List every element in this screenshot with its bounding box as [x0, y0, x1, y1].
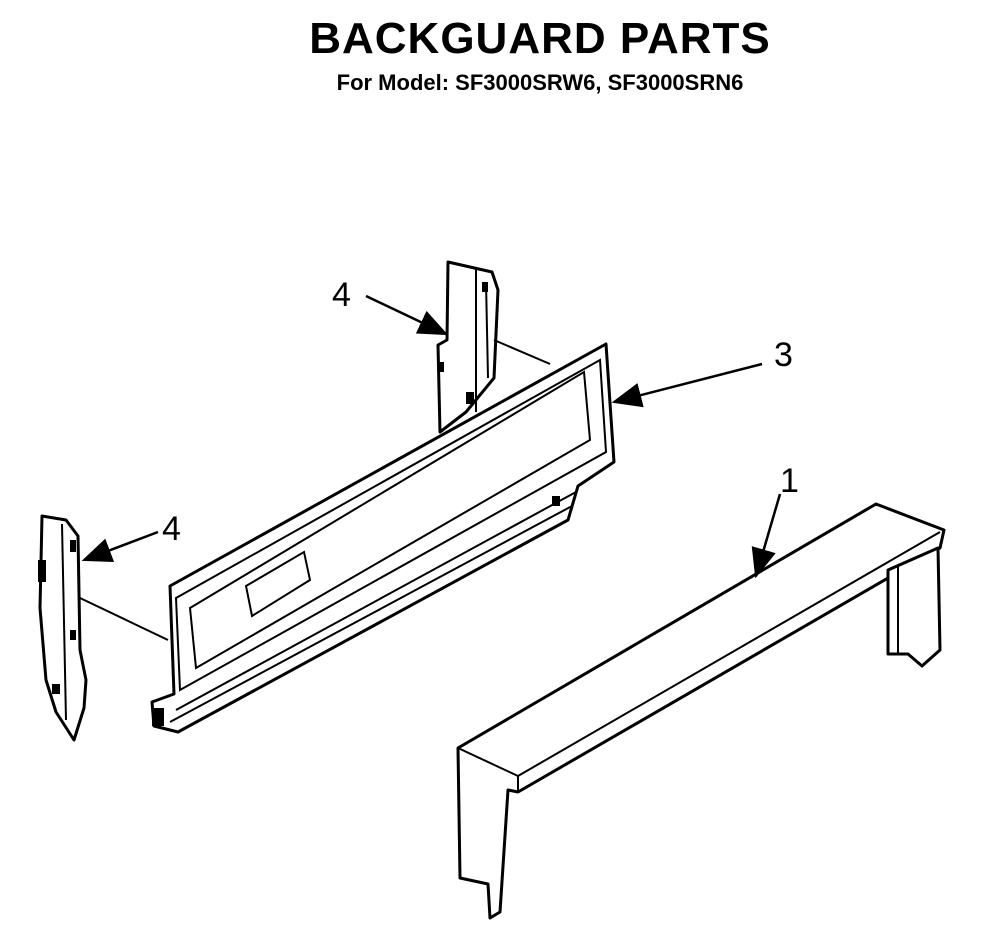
callout-1: 1	[780, 462, 799, 500]
backguard-console-panel	[150, 342, 616, 734]
left-end-cap	[38, 514, 169, 742]
leader-arrow-4-left	[81, 530, 159, 562]
leader-arrow-3	[611, 362, 763, 408]
leader-arrow-1	[751, 493, 782, 579]
leader-arrow-4-upper	[365, 294, 449, 336]
model-subtitle: For Model: SF3000SRW6, SF3000SRN6	[336, 70, 744, 95]
diagram-title: BACKGUARD PARTS	[309, 14, 771, 63]
upper-end-cap	[436, 260, 551, 434]
callout-3: 3	[774, 336, 793, 374]
callout-4-left: 4	[162, 510, 181, 548]
lower-trim-backguard	[456, 502, 946, 920]
callout-4-upper: 4	[332, 276, 351, 314]
